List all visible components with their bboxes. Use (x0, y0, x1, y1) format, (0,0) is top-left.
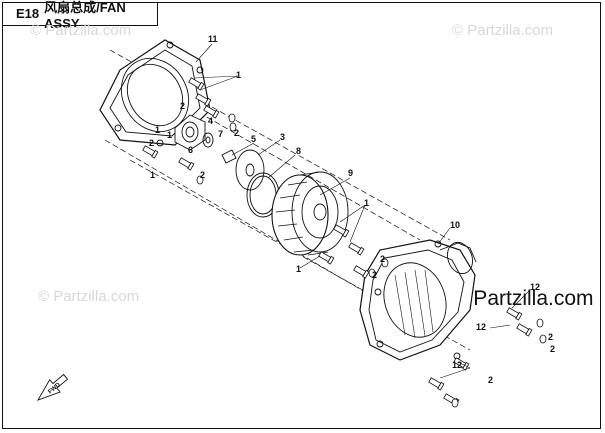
callout-12: 12 (476, 322, 486, 332)
callout-1: 1 (364, 198, 369, 208)
callout-9: 9 (348, 168, 353, 178)
fan-shroud-10 (359, 239, 477, 361)
plate-3 (235, 149, 265, 191)
callout-5: 5 (251, 134, 256, 144)
callout-2: 2 (380, 254, 385, 264)
diagram-title: 风扇总成/FAN ASSY (44, 0, 126, 31)
washer-7 (202, 132, 214, 148)
callout-2: 2 (488, 375, 493, 385)
callout-1: 1 (167, 130, 172, 140)
callout-numbers: 11 1 2 1 4 2 1 2 6 7 5 3 1 2 8 9 1 2 10 … (149, 34, 555, 385)
callout-1: 1 (150, 170, 155, 180)
bearing-housing (174, 114, 206, 151)
callout-1: 1 (296, 264, 301, 274)
callout-2: 2 (372, 270, 377, 280)
callout-12: 12 (452, 360, 462, 370)
watermark-top-right: © Partzilla.com (452, 22, 554, 39)
callout-2: 2 (234, 128, 239, 138)
callout-6: 6 (188, 145, 193, 155)
callout-3: 3 (280, 132, 285, 142)
callout-2: 2 (149, 138, 154, 148)
callout-7: 7 (218, 129, 223, 139)
callout-8: 8 (296, 146, 301, 156)
fwd-arrow-icon: FWD (36, 373, 69, 401)
cooling-fan-9 (271, 171, 349, 256)
diagram-code: E18 (16, 6, 40, 21)
diagram-title-box: E18 风扇总成/FAN ASSY (2, 0, 158, 31)
callout-11: 11 (208, 34, 218, 44)
callout-1: 1 (155, 125, 160, 135)
callout-2: 2 (548, 332, 553, 342)
watermark-mid-right: © Partzilla.com (452, 287, 594, 310)
leader-lines (194, 43, 531, 379)
diagram-frame (2, 2, 601, 429)
watermark-top-left: © Partzilla.com (30, 22, 132, 39)
callout-2: 2 (200, 170, 205, 180)
callout-4: 4 (208, 116, 213, 126)
collar-5 (221, 149, 237, 164)
callout-1: 1 (236, 70, 241, 80)
callout-2: 2 (180, 101, 185, 111)
watermark-mid-left: © Partzilla.com (38, 288, 140, 305)
callout-2: 2 (550, 344, 555, 354)
bolts-group (142, 77, 547, 408)
callout-12: 12 (530, 282, 540, 292)
callout-10: 10 (450, 220, 460, 230)
